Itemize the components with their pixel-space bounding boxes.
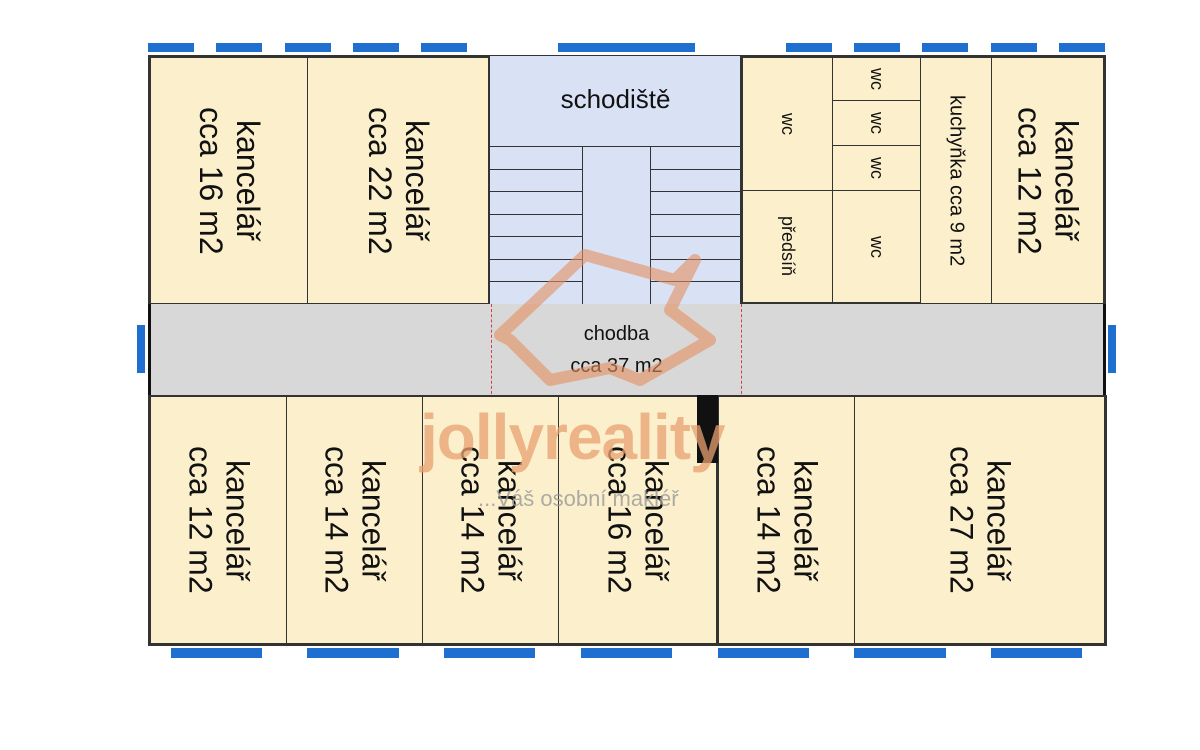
watermark-brand: jollyreality [420,401,726,473]
room-area: cca 12 m2 [1011,106,1048,255]
stair-step [490,236,582,237]
room-area: cca 16 m2 [601,446,638,594]
room-name: kancelář [638,459,675,581]
room-area: cca 14 m2 [750,446,787,594]
watermark-tagline: ...Váš osobní makléř [478,486,679,511]
room-area: cca 12 m2 [182,446,219,594]
watermark-logo [490,240,730,410]
stair-step [490,258,582,260]
stair-step [490,191,582,192]
room-area: cca 16 m2 [193,106,229,255]
stair-step [650,236,741,237]
wc-4: wc [832,145,923,191]
wc-5: wc [832,190,923,305]
room-name: kancelář [491,459,528,581]
wc-1: wc [740,55,833,191]
stair-step [650,281,741,282]
corridor-name: chodba [583,323,650,345]
room-name: kancelář [355,459,392,581]
room-area: cca 14 m2 [318,446,355,594]
stair-step [650,168,741,170]
room-area: cca 22 m2 [362,106,398,255]
room-name: kancelář [398,120,435,241]
room-name: kancelář [1048,120,1085,241]
wc-3: wc [832,100,923,146]
room-name: kancelář [219,459,256,581]
vestibule: předsíň [740,190,833,305]
stair-step [650,191,741,192]
stair-step [490,213,582,215]
room-area: cca 27 m2 [943,446,980,594]
stairs-label: schodiště [560,84,671,114]
stair-step [490,168,582,170]
wc-2: wc [832,55,923,101]
room-name: kancelář [229,120,266,241]
room-area: cca 14 m2 [454,446,491,594]
room-name: kancelář [787,459,824,581]
room-name: kancelář [980,459,1017,581]
stair-step [650,213,741,215]
kitchen: kuchyňka cca 9 m2 [921,55,992,305]
pillar [697,395,718,463]
stair-step [490,281,582,282]
